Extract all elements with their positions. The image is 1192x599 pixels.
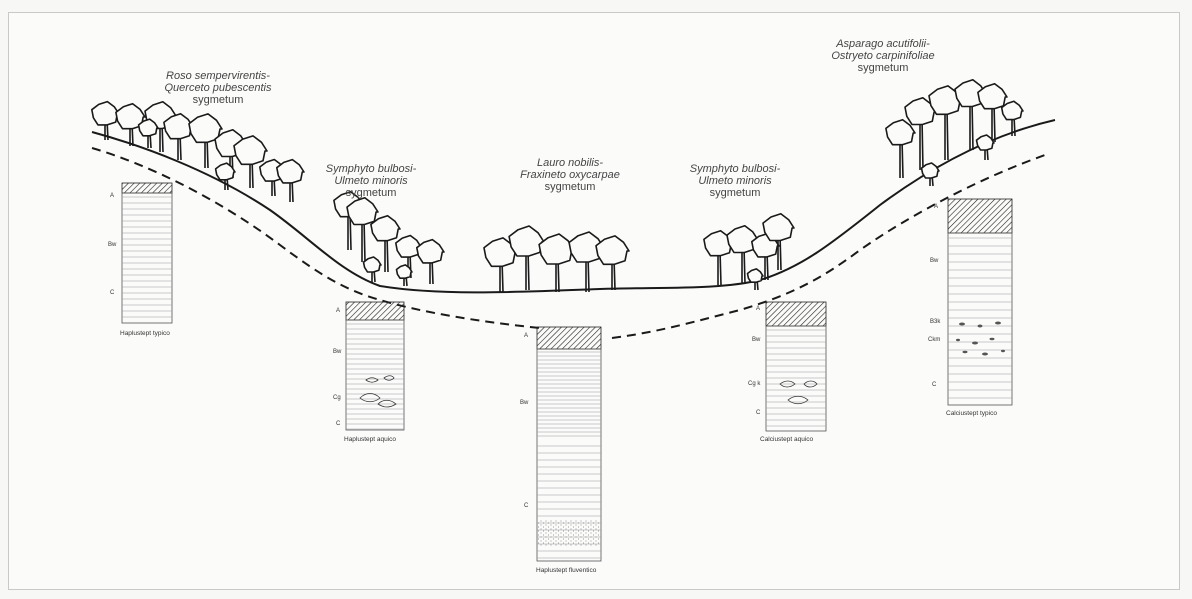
horizon-label: Cg bbox=[333, 395, 341, 401]
label-right-upper-line3: sygmetum bbox=[857, 62, 909, 74]
tree-icon bbox=[91, 100, 120, 141]
tree-icon bbox=[115, 102, 146, 147]
soil-profile-3 bbox=[536, 326, 602, 562]
tree-illustrations bbox=[91, 79, 1024, 293]
tree-icon bbox=[1000, 100, 1024, 137]
horizon-label: C bbox=[756, 410, 761, 416]
soil-profile-2 bbox=[345, 301, 405, 431]
horizon-label: Bw bbox=[520, 400, 529, 406]
label-left-upper-line2: Querceto pubescentis bbox=[164, 82, 272, 94]
ground-surface-line bbox=[91, 119, 1056, 294]
horizon-label: B3k bbox=[930, 319, 941, 325]
horizon-label: Ckm bbox=[928, 337, 941, 343]
substrate-boundary-right bbox=[611, 154, 1046, 339]
horizon-label: C bbox=[524, 503, 529, 509]
tree-icon bbox=[395, 264, 413, 287]
tree-icon bbox=[508, 225, 545, 291]
tree-icon bbox=[977, 82, 1008, 143]
tree-icon bbox=[954, 79, 987, 151]
tree-icon bbox=[188, 113, 223, 169]
soil-name-5: Calciustept typico bbox=[946, 410, 997, 417]
horizon-label: A bbox=[110, 193, 115, 199]
horizon-label: C bbox=[932, 382, 937, 388]
horizon-label: A bbox=[524, 333, 529, 339]
label-right-slope: Symphyto bulbosi- Ulmeto minoris sygmetu… bbox=[680, 163, 790, 199]
tree-icon bbox=[746, 268, 764, 291]
horizon-label: Bw bbox=[752, 337, 761, 343]
tree-icon bbox=[538, 233, 575, 293]
horizon-label: A bbox=[336, 308, 341, 314]
label-right-upper-line2: Ostryeto carpinifoliae bbox=[831, 50, 935, 62]
label-left-slope: Symphyto bulbosi- Ulmeto minoris sygmetu… bbox=[316, 163, 426, 199]
soil-name-1: Haplustept typico bbox=[120, 330, 170, 337]
tree-icon bbox=[762, 213, 795, 271]
horizon-label: Bw bbox=[930, 258, 939, 264]
soil-name-4: Calciustept aquico bbox=[760, 436, 814, 443]
horizon-label: A bbox=[934, 204, 939, 210]
soil-profile-1 bbox=[121, 182, 173, 324]
label-valley: Lauro nobilis- Fraxineto oxycarpae sygme… bbox=[500, 157, 640, 193]
label-right-slope-line1: Symphyto bulbosi- bbox=[689, 163, 781, 175]
tree-icon bbox=[975, 134, 995, 161]
tree-icon bbox=[885, 118, 916, 179]
horizon-label: A bbox=[756, 306, 761, 312]
label-right-slope-line2: Ulmeto minoris bbox=[698, 175, 772, 187]
label-left-slope-line3: sygmetum bbox=[345, 187, 397, 199]
soil-name-3: Haplustept fluventico bbox=[536, 567, 597, 574]
label-left-upper-line3: sygmetum bbox=[192, 94, 244, 106]
horizon-label: Bw bbox=[108, 242, 117, 248]
label-left-upper: Roso sempervirentis- Querceto pubescenti… bbox=[148, 70, 288, 106]
horizon-label: C bbox=[110, 290, 115, 296]
tree-icon bbox=[233, 135, 268, 189]
tree-icon bbox=[703, 229, 734, 286]
tree-icon bbox=[416, 238, 445, 285]
tree-icon bbox=[276, 158, 305, 203]
label-right-slope-line3: sygmetum bbox=[709, 187, 761, 199]
tree-icon bbox=[214, 162, 236, 191]
label-valley-line3: sygmetum bbox=[544, 181, 596, 193]
label-right-upper-line1: Asparago acutifolii- bbox=[836, 38, 930, 50]
tree-icon bbox=[137, 118, 159, 149]
horizon-label: Cg k bbox=[748, 381, 761, 387]
tree-icon bbox=[163, 112, 194, 161]
label-valley-line1: Lauro nobilis- bbox=[536, 157, 604, 169]
tree-icon bbox=[726, 225, 759, 285]
tree-icon bbox=[346, 197, 379, 263]
label-left-upper-line1: Roso sempervirentis- bbox=[166, 70, 270, 82]
soil-profile-4 bbox=[765, 301, 827, 432]
label-valley-line2: Fraxineto oxycarpae bbox=[520, 169, 620, 181]
tree-icon bbox=[362, 256, 382, 283]
label-left-slope-line2: Ulmeto minoris bbox=[334, 175, 408, 187]
label-right-upper: Asparago acutifolii- Ostryeto carpinifol… bbox=[808, 38, 958, 74]
soil-profile-5 bbox=[947, 198, 1013, 406]
tree-icon bbox=[920, 162, 940, 187]
tree-icon bbox=[370, 214, 401, 273]
tree-icon bbox=[568, 231, 605, 293]
label-left-slope-line1: Symphyto bulbosi- bbox=[325, 163, 417, 175]
tree-icon bbox=[595, 235, 630, 291]
horizon-label: Bw bbox=[333, 349, 342, 355]
soil-name-2: Haplustept aquico bbox=[344, 436, 397, 443]
horizon-label: C bbox=[336, 421, 341, 427]
